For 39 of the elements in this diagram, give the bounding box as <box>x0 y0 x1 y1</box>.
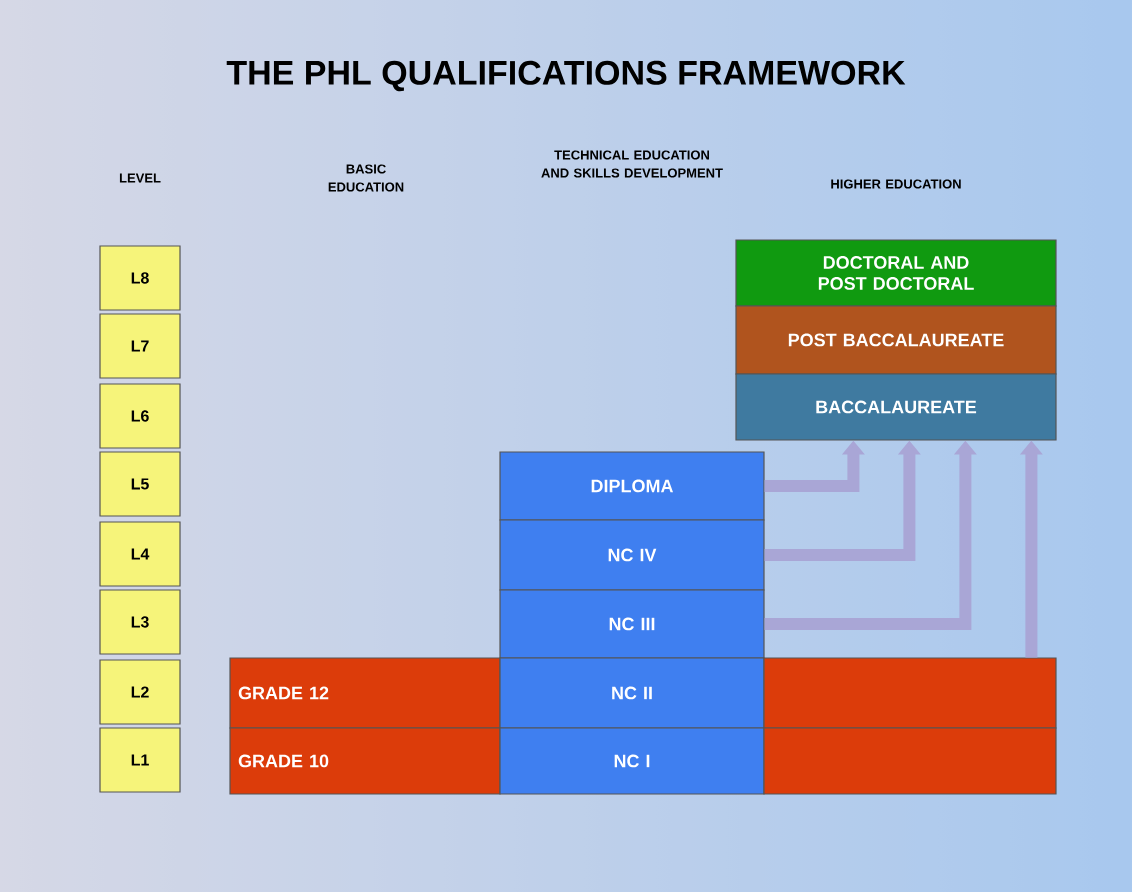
bar-label: L3 <box>131 616 149 628</box>
bar-label: L2 <box>131 686 149 698</box>
level-box <box>99 383 181 449</box>
bar-label: POST BACCALAUREATE <box>788 333 1004 347</box>
bar-label: DOCTORAL AND POST DOCTORAL <box>818 256 974 290</box>
bar-label: L7 <box>131 340 149 352</box>
level-bar <box>735 239 1057 307</box>
bar-label: NC I <box>614 754 650 768</box>
level-box <box>99 451 181 517</box>
bar-label: L6 <box>131 410 149 422</box>
level-bar <box>763 727 1057 795</box>
level-bar <box>763 657 1057 729</box>
level-box <box>99 313 181 379</box>
bar-label: BACCALAUREATE <box>816 400 977 414</box>
bar-label: GRADE 12 <box>238 686 329 700</box>
level-bar <box>735 373 1057 441</box>
bar-label: GRADE 10 <box>238 754 329 768</box>
level-bar <box>499 589 765 659</box>
level-box <box>99 245 181 311</box>
bar-label: NC III <box>609 617 655 631</box>
level-box <box>99 727 181 793</box>
level-bar <box>499 519 765 591</box>
bar-label: L1 <box>131 754 149 766</box>
level-bar <box>735 305 1057 375</box>
level-bar <box>229 657 501 729</box>
level-bar <box>499 451 765 521</box>
level-box <box>99 589 181 655</box>
bar-label: DIPLOMA <box>591 479 673 493</box>
bar-label: L5 <box>131 478 149 490</box>
bar-label: NC II <box>612 686 652 700</box>
level-box <box>99 659 181 725</box>
bar-label: NC IV <box>608 548 657 562</box>
level-bar <box>499 727 765 795</box>
bar-label: L8 <box>131 272 149 284</box>
level-bar <box>229 727 501 795</box>
bar-label: L4 <box>131 548 150 560</box>
level-bar <box>499 657 765 729</box>
title: THE PHL QUALIFICATIONS FRAMEWORK <box>226 60 906 92</box>
level-box <box>99 521 181 587</box>
